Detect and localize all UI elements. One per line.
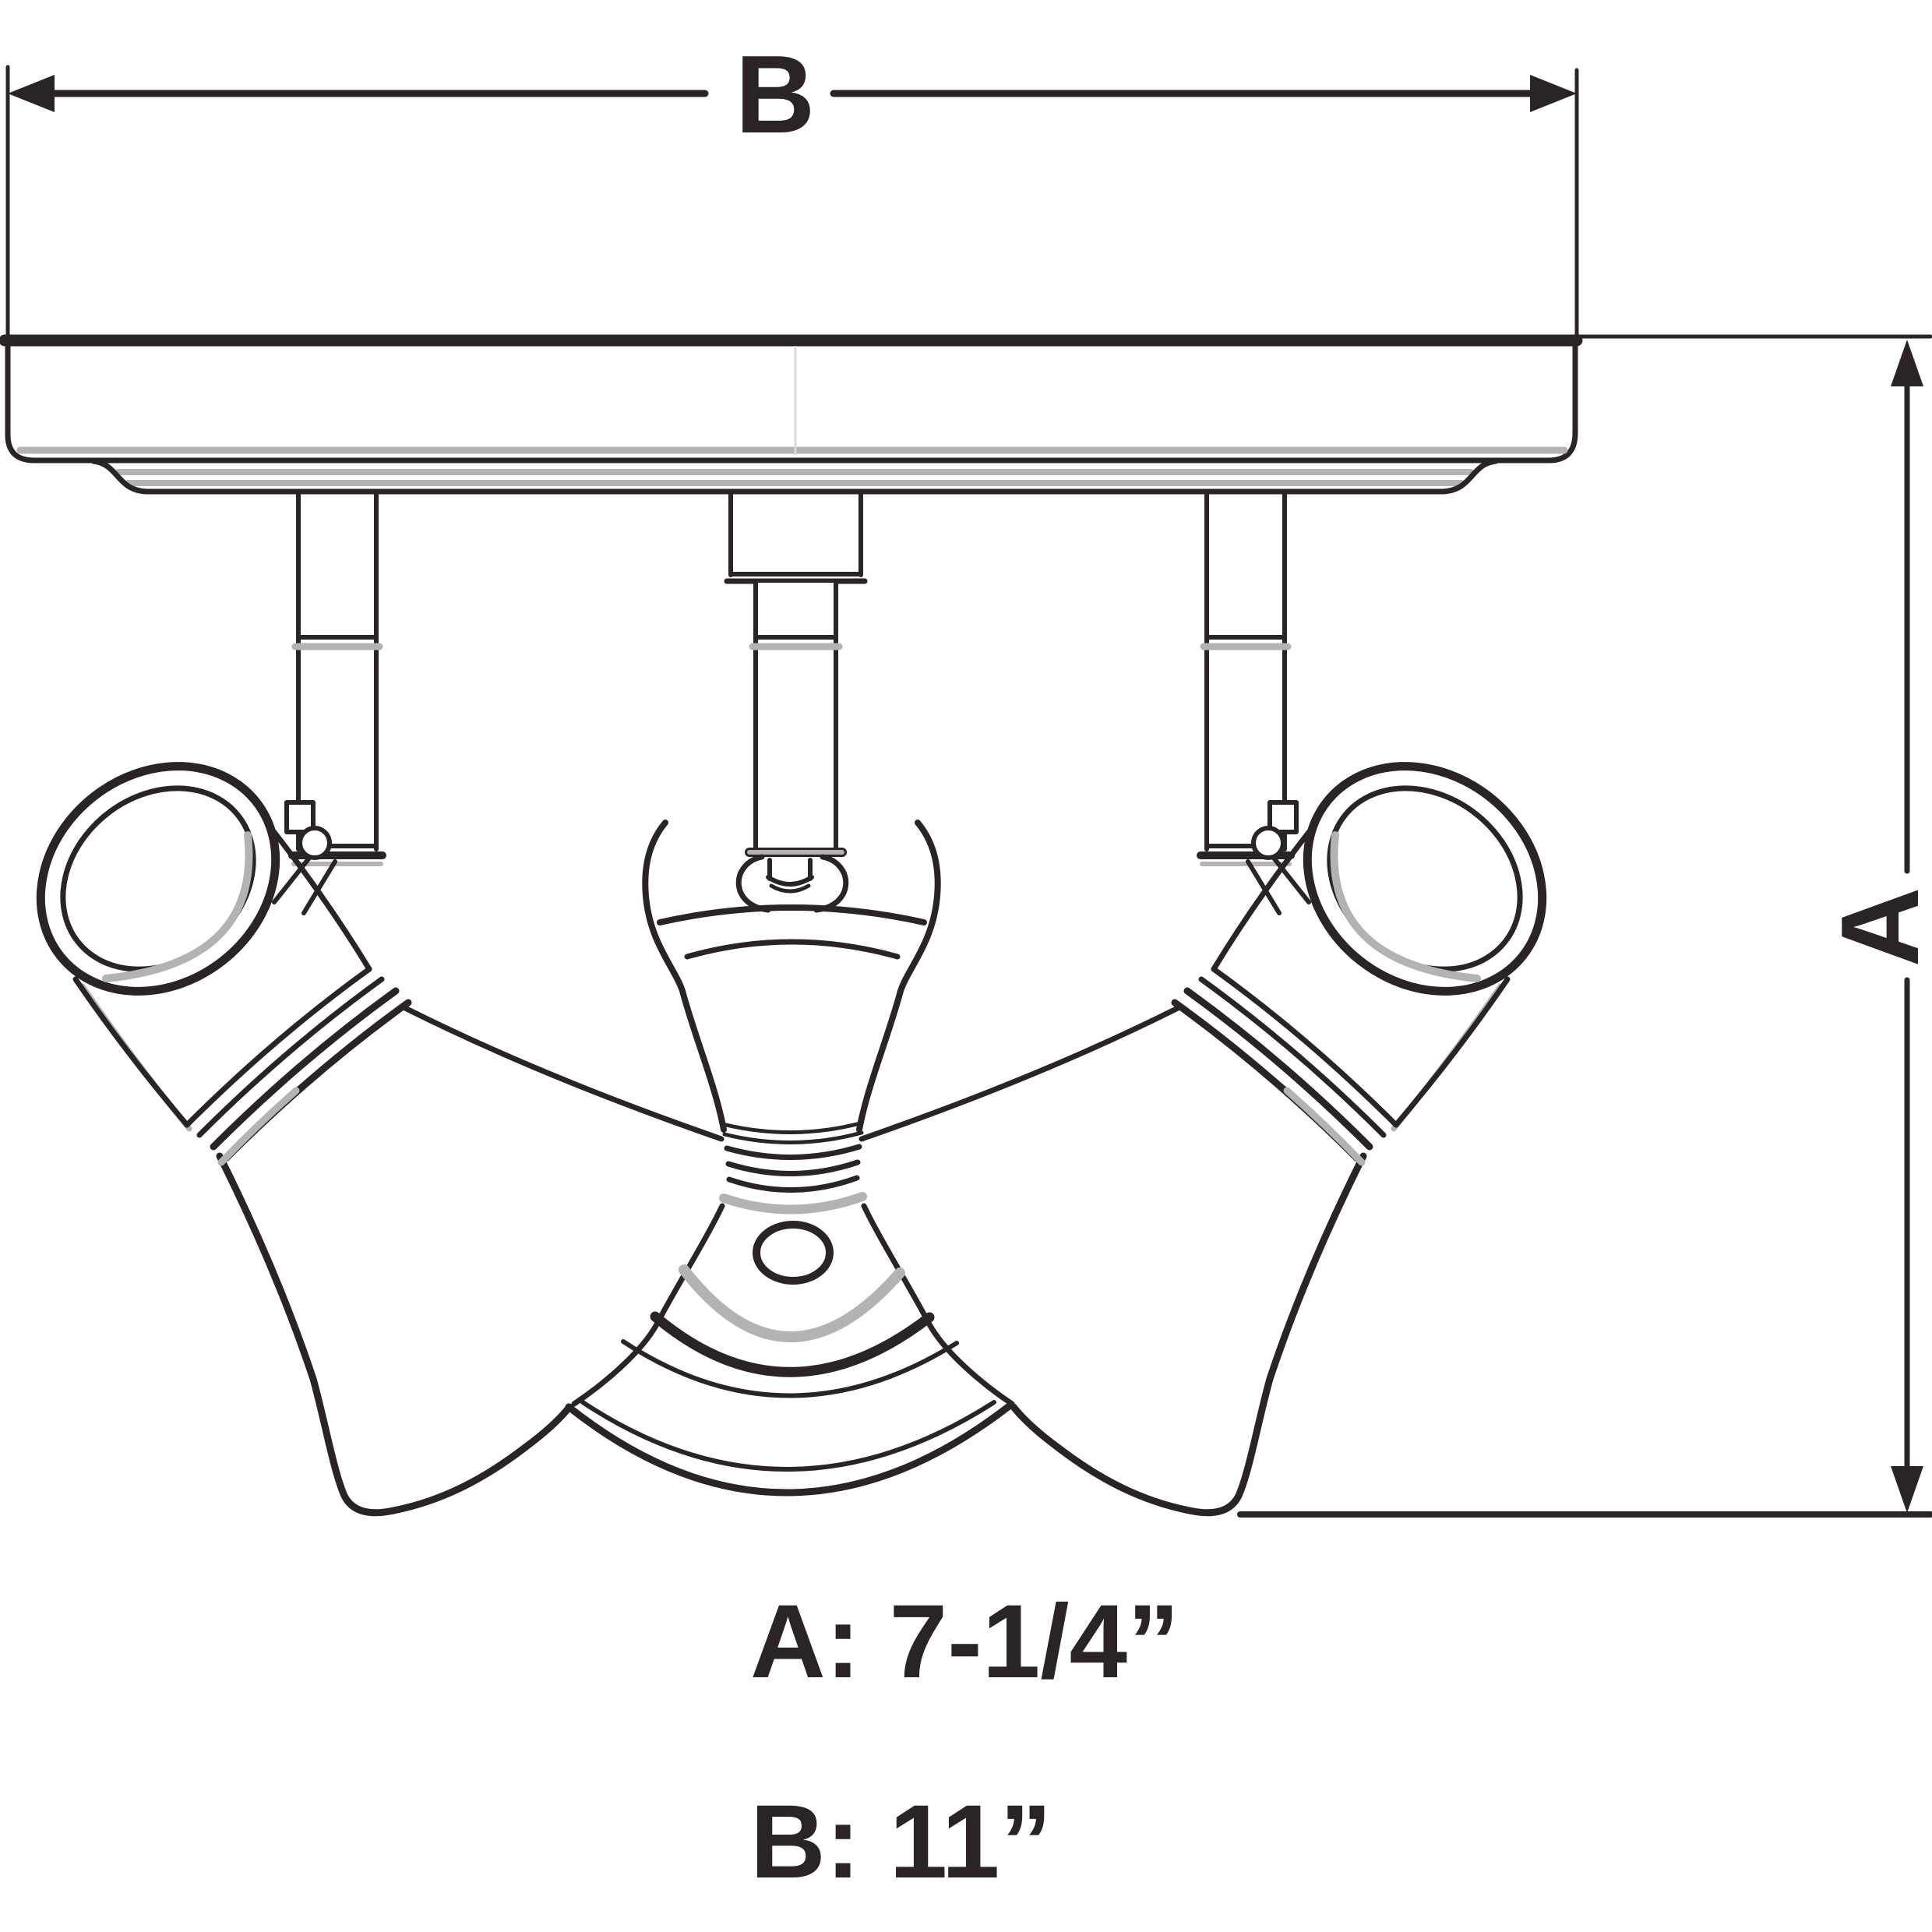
hinge-barrel-arc-1 (766, 875, 814, 887)
lamp-left (36, 762, 724, 1517)
stem-right-pivot (1251, 826, 1285, 860)
lamp-right (858, 762, 1547, 1517)
stem-right-hinge-links (1246, 855, 1311, 915)
lamp-left-horn-lower-edge (216, 1152, 348, 1500)
arrow-up-icon (1891, 340, 1923, 386)
stem-left-hinge-links (272, 855, 337, 915)
lamp-center-bell-left (642, 820, 727, 1133)
lamp-center-neck-ring-2 (722, 1130, 864, 1144)
lamp-center-mouth-inner (580, 1400, 996, 1472)
lamp-left-cup-wall-lower (72, 976, 190, 1128)
stem-right-body (1207, 495, 1285, 851)
lamp-right-collar-ring-3 (1183, 987, 1373, 1151)
lamp-center (565, 820, 1015, 1497)
lamp-left-collar-ring-2 (196, 976, 385, 1138)
plate-body (5, 340, 1578, 464)
lamp-right-cup-inner-accent (1330, 831, 1481, 982)
dimension-b: B (5, 33, 1579, 340)
lamp-left-collar-ring-1 (184, 966, 372, 1128)
stem-left-body (298, 495, 376, 851)
lamp-right-cup-wall-upper (1211, 821, 1318, 972)
lamp-right-collar-accent (1283, 1087, 1366, 1166)
stem-center-upper-body (731, 495, 861, 575)
arrow-left-icon (8, 75, 55, 112)
lamp-left-mouth-arc (340, 1403, 573, 1517)
stem-left-sides (296, 492, 379, 851)
arrow-right-icon (1530, 75, 1577, 112)
lamp-left-collar-ring-3 (210, 987, 400, 1151)
lamp-right-horn-lower-edge (1235, 1152, 1367, 1500)
lamp-center-face-ring-thin (621, 1339, 959, 1398)
lamp-right-horn-upper-edge (858, 1005, 1181, 1142)
spec-labels: A: 7-1/4” B: 11” (750, 1584, 1179, 1900)
stem-right-sides (1204, 492, 1287, 851)
stem-center (724, 492, 868, 913)
lamp-left-horn-upper-edge (402, 1005, 724, 1142)
stem-center-lower-body (756, 583, 836, 848)
arrow-down-icon (1891, 1466, 1923, 1513)
stem-right (1197, 492, 1311, 915)
lamp-center-bell-rim-inner (684, 939, 901, 960)
lamp-center-bell-rim-outer (657, 904, 927, 925)
lamp-center-face-accent (679, 1264, 905, 1342)
dimension-a: A (1237, 334, 1932, 1518)
hinge-barrel-arc-2 (769, 883, 811, 894)
lamp-center-neck-ring-4 (725, 1159, 861, 1176)
lamp-center-mouth-outer (565, 1403, 1012, 1497)
lamp-right-collar-ring-1 (1211, 966, 1399, 1128)
dimension-a-label: A (1818, 887, 1932, 968)
stem-left (272, 492, 386, 915)
lamp-right-cup-wall-lower (1393, 976, 1511, 1128)
lamp-center-neck-ring-3 (724, 1144, 862, 1160)
lamp-left-cup-inner-accent (102, 831, 253, 982)
lamp-left-cup-wall-upper (265, 821, 372, 972)
lamp-right-collar-ring-2 (1198, 976, 1387, 1138)
lamp-center-socket-hole (753, 1221, 834, 1285)
plate-lower-tier (90, 458, 1499, 495)
ceiling-plate (0, 334, 1583, 495)
lamp-center-face-ring-thick (650, 1311, 935, 1377)
lamp-left-collar-accent (217, 1087, 300, 1166)
lamp-center-flank-right (861, 1203, 1015, 1407)
lamp-center-neck-accent (719, 1192, 867, 1215)
stem-center-upper (728, 492, 863, 577)
lamp-center-bell-right (856, 820, 941, 1133)
spec-b-text: B: 11” (750, 1784, 1052, 1900)
spec-a-text: A: 7-1/4” (750, 1584, 1179, 1700)
lamp-right-mouth-arc (1010, 1403, 1243, 1517)
stem-center-sides (753, 579, 838, 850)
stem-left-pivot (298, 826, 332, 860)
lamp-center-neck-ring-1 (724, 1121, 862, 1134)
dimension-b-label: B (735, 33, 816, 157)
lamp-center-neck-ring-5 (726, 1175, 860, 1193)
